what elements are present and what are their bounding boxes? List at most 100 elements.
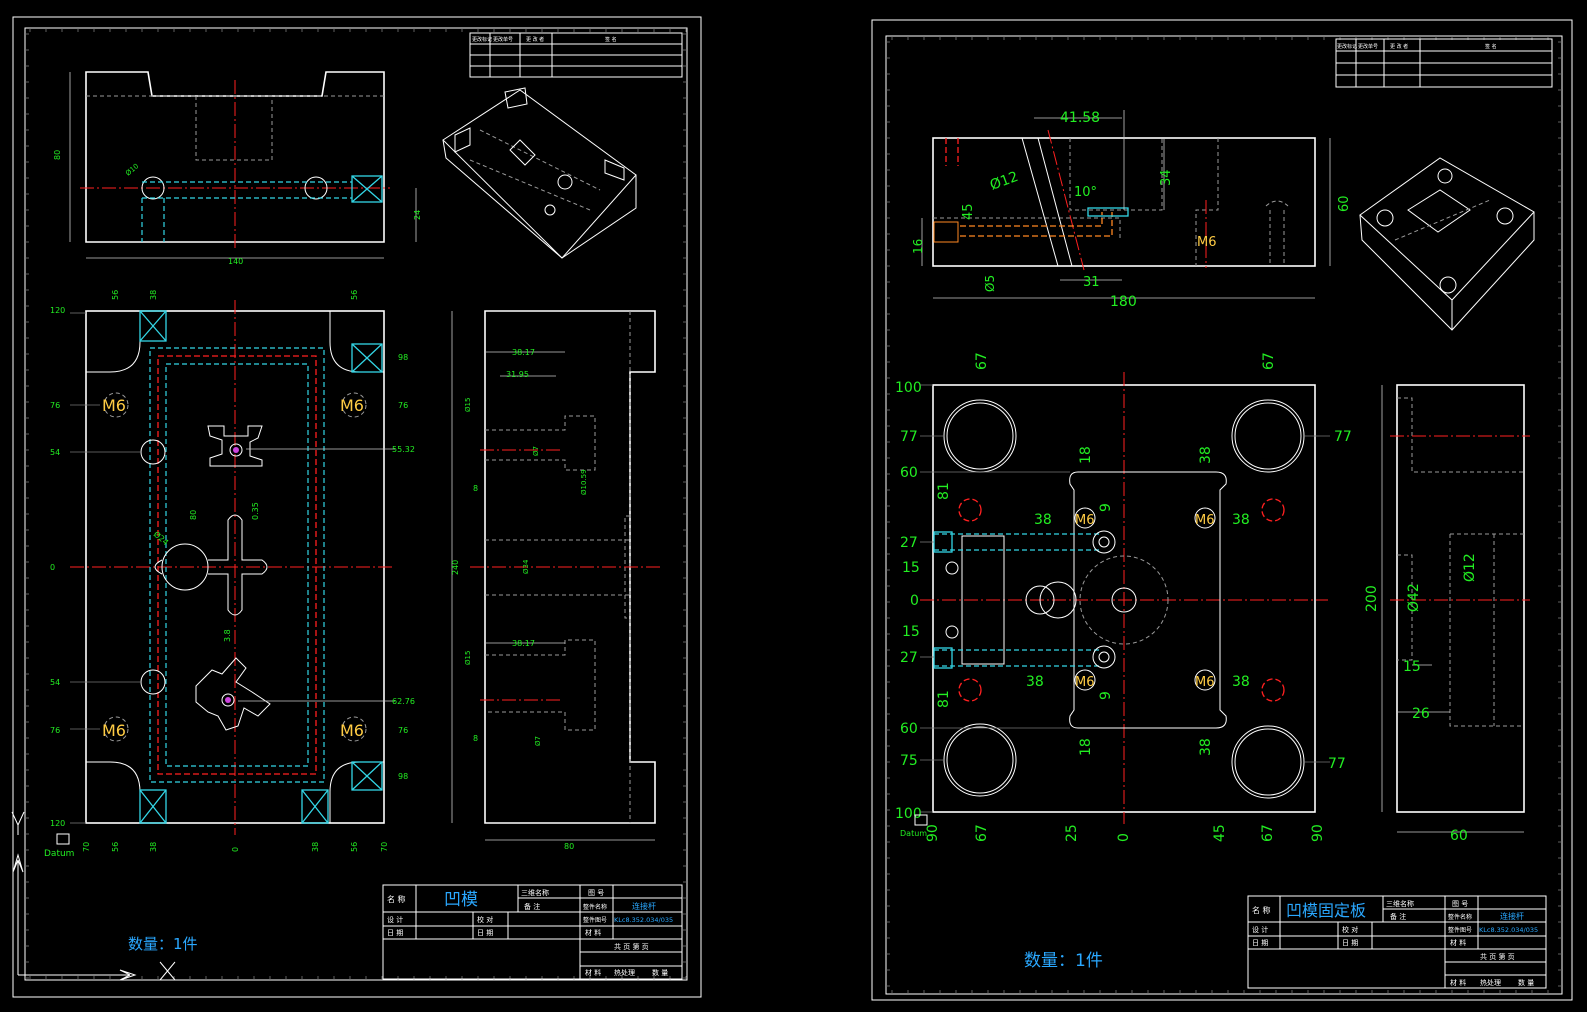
right-rev-header-3: 更 改 者 [1390,43,1408,50]
left-dim-height-80: 80 [53,150,62,160]
left-sheet-outer-border [12,16,702,998]
right-m6-label-3: M6 [1075,675,1095,690]
left-plan-dim-left-3: 0 [50,563,55,572]
right-side-dim-2: Ø12 [1462,553,1478,582]
left-plan-dim-bottom-4: 38 [311,842,320,852]
left-side-section-view [451,310,660,841]
left-side-dim-3: Ø7 [532,446,540,456]
right-proofread-label: 校 对 [1342,925,1358,934]
left-plan-dim-bottom-2: 38 [149,842,158,852]
right-plan-dim-left-7: 15 [902,624,920,640]
left-datum-label: Datum [44,849,74,859]
right-rev-header-2: 更改单号 [1358,43,1378,50]
right-plan-dim-mid-5: 38 [1232,674,1250,690]
right-plan-dim-top-3: 38 [1198,446,1214,464]
right-plan-dim-left-5: 15 [902,560,920,576]
right-part-name: 凹模固定板 [1286,901,1366,920]
left-plan-dim-left-5: 76 [50,726,60,735]
right-datum-marker: Datum [900,814,928,838]
left-m6-label-4: M6 [340,721,364,740]
right-m6-label-1: M6 [1075,513,1095,528]
right-footer-qty: 数 量 [1518,978,1534,987]
right-top-dim-8: 31 [1083,275,1100,290]
right-m6-label-2: M6 [1195,513,1215,528]
left-plan-dim-center-0: 0.35 [251,502,260,520]
left-side-dim-0: 38.17 [512,348,535,357]
right-datum-label: Datum [900,829,927,838]
left-sheet-inner-border [24,27,688,981]
right-revision-table: 更改标记 更改单号 更 改 者 签 名 [1335,38,1553,88]
right-plan-dim-mid-0: 38 [1034,512,1052,528]
left-plan-dim-left-0: 120 [50,306,65,315]
right-plan-dim-mid-4: 9 [1098,691,1114,700]
left-date-label-1: 日 期 [387,929,403,937]
right-top-dim-9: 180 [1110,294,1137,310]
left-plan-dim-center-1: Ø24 [152,529,171,547]
right-assembly-no-value: KLc8.352.034/035 [1479,926,1538,934]
left-side-dim-9: Ø15 [464,651,472,665]
right-side-dim-1: Ø42 [1406,583,1422,612]
right-top-dim-6: 16 [911,239,925,254]
right-plan-dim-left-0: 100 [895,380,922,396]
left-dim-right-24: 24 [413,210,422,220]
left-plan-view: M6 M6 M6 M6 [70,300,395,835]
right-plan-dim-bottom-6: 90 [1310,824,1326,842]
right-assembly-name-label: 整件名称 [1448,913,1472,921]
left-remarks-label: 备 注 [524,902,540,911]
right-sheet-ruler-ticks [886,36,1562,994]
right-side-dim-5: 60 [1450,828,1468,844]
right-footer-material: 材 料 [1450,978,1466,987]
right-plan-dim-mid-3: 38 [1026,674,1044,690]
right-title-block: 名 称 凹模固定板 三维名称 备 注 图 号 整件名称 连接杆 整件图号 KLc… [1247,895,1547,989]
right-sheet-inner-border [885,35,1563,995]
left-plan-dim-top-1: 38 [149,290,158,300]
left-drawing-no-label: 图 号 [588,889,604,897]
left-side-dim-7: Ø34 [522,559,530,574]
right-plan-dim-bottom-2: 25 [1064,824,1080,842]
right-plan-dim-left-9: 81 [936,690,952,708]
right-plan-dim-left-3: 81 [936,482,952,500]
right-top-dim-3: 34 [1159,169,1174,186]
right-plan-dim-bottom-1: 67 [974,824,990,842]
left-proofread-label: 校 对 [477,915,493,924]
left-plan-dim-right-5: 98 [398,772,408,781]
right-plan-dim-left-8: 27 [900,650,918,666]
left-dim-hole-10: Ø10 [124,162,140,177]
left-title-name-label: 名 称 [387,894,406,904]
left-sheet: 更改标记 更改单号 更 改 者 签 名 80 140 24 Ø10 [11,16,702,998]
left-plan-dim-right-2: 55.32 [392,445,415,454]
right-top-elevation-view [921,110,1331,299]
left-plan-dim-top-0: 56 [111,290,120,300]
left-side-dim-5: 8 [473,484,478,493]
right-m6-label-4: M6 [1195,675,1215,690]
left-isometric-view [442,87,637,259]
left-side-dim-8: 38.17 [512,639,535,648]
right-plan-dim-right-0: 77 [1334,429,1352,445]
right-rev-header-1: 更改标记 [1337,43,1357,50]
left-m6-label-2: M6 [340,396,364,415]
right-quantity-note: 数量：1件 [1024,951,1103,971]
left-footer-material: 材 料 [585,968,601,977]
right-plan-dim-left-4: 27 [900,535,918,551]
right-plan-dim-bottom-0: 90 [925,824,941,842]
left-plan-dim-right-3: 62.76 [392,697,415,706]
right-plan-dim-mid-2: 38 [1232,512,1250,528]
right-plan-dim-top-2: 18 [1078,446,1094,464]
left-plan-dim-right-4: 76 [398,726,408,735]
right-side-dim-0: 200 [1364,585,1380,612]
right-top-dim-1: Ø12 [988,169,1021,194]
left-plan-dim-left-6: 120 [50,819,65,828]
left-side-dim-1: 31.95 [506,370,529,379]
left-top-elevation-view: 80 140 24 Ø10 [53,71,422,266]
right-sheet-outer-border [871,19,1573,1001]
left-m6-label-3: M6 [102,721,126,740]
right-drawing-no-label: 图 号 [1452,900,1468,908]
left-rev-header-3: 更 改 者 [526,36,544,43]
left-side-dim-10: 8 [473,734,478,743]
left-title-block: 名 称 凹模 三维名称 备 注 图 号 整件名称 连接杆 整件图号 KLc8.3… [382,884,683,980]
right-remarks-label: 备 注 [1390,912,1406,921]
right-design-label: 设 计 [1252,925,1268,934]
